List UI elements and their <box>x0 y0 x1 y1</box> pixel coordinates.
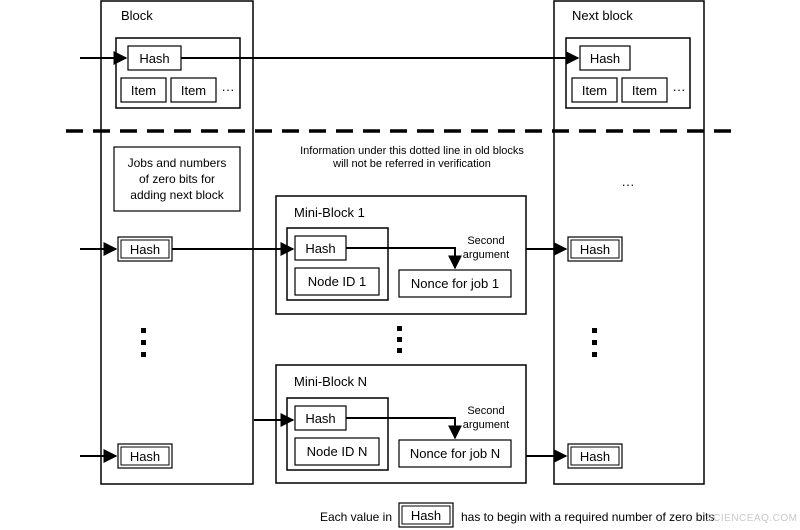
mini-block-n-second-argument-1: Second <box>467 405 504 417</box>
right-hash-label-2: Hash <box>580 449 610 464</box>
right-hash-inner-2 <box>570 446 620 466</box>
mini-block-1-node-id: Node ID 1 <box>308 274 367 289</box>
block-item-label-1: Item <box>131 83 156 98</box>
mini-block-n-hash-label: Hash <box>305 411 335 426</box>
mini-block-n-nonce: Nonce for job N <box>410 446 500 461</box>
jobs-box-line-1: Jobs and numbers <box>128 156 227 170</box>
mini-block-n-frame <box>275 364 527 484</box>
next-block-hash-label: Hash <box>590 51 620 66</box>
jobs-box-line-3: adding next block <box>130 188 224 202</box>
jobs-box <box>113 146 241 212</box>
left-hash-outer-1 <box>117 236 173 262</box>
mini-block-n-node-id-box <box>294 437 380 466</box>
next-block-item-label-1: Item <box>582 83 607 98</box>
left-hash-inner-2 <box>120 446 170 466</box>
legend-hash-label: Hash <box>411 508 441 523</box>
next-block-item-box-2 <box>621 77 668 103</box>
mini-block-n-hash-box <box>294 405 347 431</box>
block-item-box-1 <box>120 77 167 103</box>
right-hash-label-1: Hash <box>580 242 610 257</box>
block-column: Block Hash Item Item ··· Jobs and number… <box>100 0 254 485</box>
block-column-frame <box>100 0 254 485</box>
next-block-lower-ellipsis: ··· <box>622 177 635 192</box>
next-block-items-ellipsis: ··· <box>673 82 686 97</box>
next-block-item-box-1 <box>571 77 618 103</box>
mini-block-n-title: Mini-Block N <box>294 374 367 389</box>
mini-block-1-second-argument-2: argument <box>463 249 509 261</box>
block-header-box <box>115 37 241 109</box>
jobs-box-line-2: of zero bits for <box>139 172 215 186</box>
legend-prefix: Each value in <box>320 510 392 524</box>
mini-block-n-nonce-box <box>398 439 512 468</box>
mini-block-1-nonce: Nonce for job 1 <box>411 276 499 291</box>
legend: Each value in Hash has to begin with a r… <box>320 502 714 528</box>
next-block-item-label-2: Item <box>632 83 657 98</box>
left-hash-label-1: Hash <box>130 242 160 257</box>
next-block-hash-box <box>579 45 631 71</box>
block-items-ellipsis: ··· <box>222 82 235 97</box>
left-hash-inner-1 <box>120 239 170 259</box>
right-hash-inner-1 <box>570 239 620 259</box>
center-vertical-dots <box>397 326 402 353</box>
mini-block-1-inner-box <box>286 227 389 301</box>
legend-hash-inner <box>401 505 451 525</box>
watermark: SCIENCEAQ.COM <box>706 513 798 524</box>
mini-block-1-hash-label: Hash <box>305 241 335 256</box>
next-block-title: Next block <box>572 8 633 23</box>
right-vertical-dots <box>592 328 597 357</box>
legend-suffix: has to begin with a required number of z… <box>461 510 714 524</box>
divider-note-line-1: Information under this dotted line in ol… <box>300 145 524 157</box>
mini-block-1-second-argument-1: Second <box>467 235 504 247</box>
right-hash-outer-1 <box>567 236 623 262</box>
mini-block-n-inner-box <box>286 397 389 471</box>
left-hash-label-2: Hash <box>130 449 160 464</box>
next-block-column: Next block Hash Item Item ··· ··· Hash H… <box>553 0 705 485</box>
mini-block-n: Mini-Block N Hash Node ID N Nonce for jo… <box>275 364 527 484</box>
right-hash-outer-2 <box>567 443 623 469</box>
block-item-box-2 <box>170 77 217 103</box>
mini-block-1: Mini-Block 1 Hash Node ID 1 Nonce for jo… <box>275 195 527 315</box>
mini-block-n-hash-to-nonce-arrow <box>346 417 462 440</box>
mini-block-1-nonce-box <box>398 269 512 298</box>
block-item-label-2: Item <box>181 83 206 98</box>
left-hash-outer-2 <box>117 443 173 469</box>
left-vertical-dots <box>141 328 146 357</box>
block-hash-label: Hash <box>139 51 169 66</box>
mini-block-n-second-argument-2: argument <box>463 419 509 431</box>
mini-block-1-hash-to-nonce-arrow <box>346 247 462 270</box>
mini-block-1-frame <box>275 195 527 315</box>
mini-block-1-title: Mini-Block 1 <box>294 205 365 220</box>
mini-block-n-node-id: Node ID N <box>307 444 368 459</box>
legend-hash-outer <box>398 502 454 528</box>
divider-note-line-2: will not be referred in verification <box>332 158 491 170</box>
block-title: Block <box>121 8 153 23</box>
mini-block-1-node-id-box <box>294 267 380 296</box>
next-block-header-box <box>565 37 691 109</box>
